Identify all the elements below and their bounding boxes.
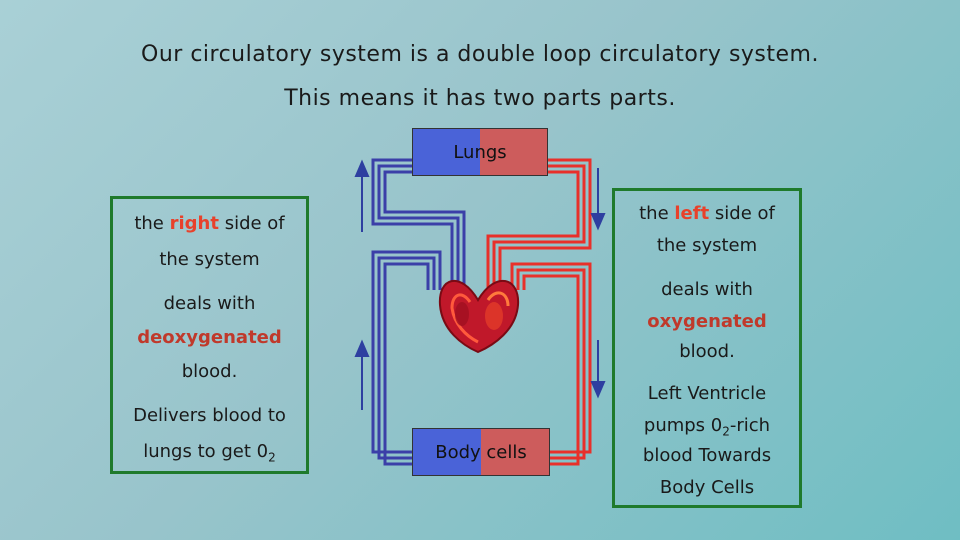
right-panel-line-9: Body Cells — [659, 477, 755, 498]
arrow-down-icon — [590, 340, 606, 399]
deoxygenated-label: deoxygenated — [137, 327, 282, 348]
title-line-2: This means it has two parts parts. — [284, 86, 676, 111]
blue-vessels — [371, 158, 466, 466]
right-keyword: right — [169, 213, 219, 234]
right-panel-line-8: blood Towards — [642, 445, 772, 466]
arrow-down-icon — [590, 168, 606, 231]
oxygenated-label: oxygenated — [647, 311, 767, 332]
lungs-box: Lungs — [412, 128, 548, 176]
lungs-label: Lungs — [453, 141, 507, 163]
left-panel-line-1: the right side of — [134, 213, 285, 234]
left-panel-line-7: lungs to get 02 — [143, 441, 276, 465]
arrow-up-icon — [354, 159, 370, 232]
right-panel-line-5: blood. — [679, 341, 735, 362]
left-panel-line-6: Delivers blood to — [133, 405, 286, 426]
right-panel-line-1: the left side of — [639, 203, 775, 224]
heart-icon — [438, 280, 520, 354]
right-panel-line-2: the system — [656, 235, 758, 256]
right-panel-line-7: pumps 02-rich — [643, 415, 771, 439]
left-panel-line-2: the system — [159, 249, 260, 270]
left-keyword: left — [674, 203, 710, 224]
red-vessels — [486, 158, 592, 466]
left-panel-line-5: blood. — [181, 361, 238, 382]
arrow-up-icon — [354, 339, 370, 410]
body-cells-box: Body cells — [412, 428, 550, 476]
body-cells-label: Body cells — [435, 441, 527, 463]
left-panel-line-3: deals with — [163, 293, 256, 314]
title-line-1: Our circulatory system is a double loop … — [141, 42, 819, 67]
right-side-panel: the right side of the system deals with … — [110, 196, 309, 474]
left-side-panel: the left side of the system deals with o… — [612, 188, 802, 508]
right-panel-line-6: Left Ventricle — [647, 383, 767, 404]
right-panel-line-3: deals with — [661, 279, 753, 300]
